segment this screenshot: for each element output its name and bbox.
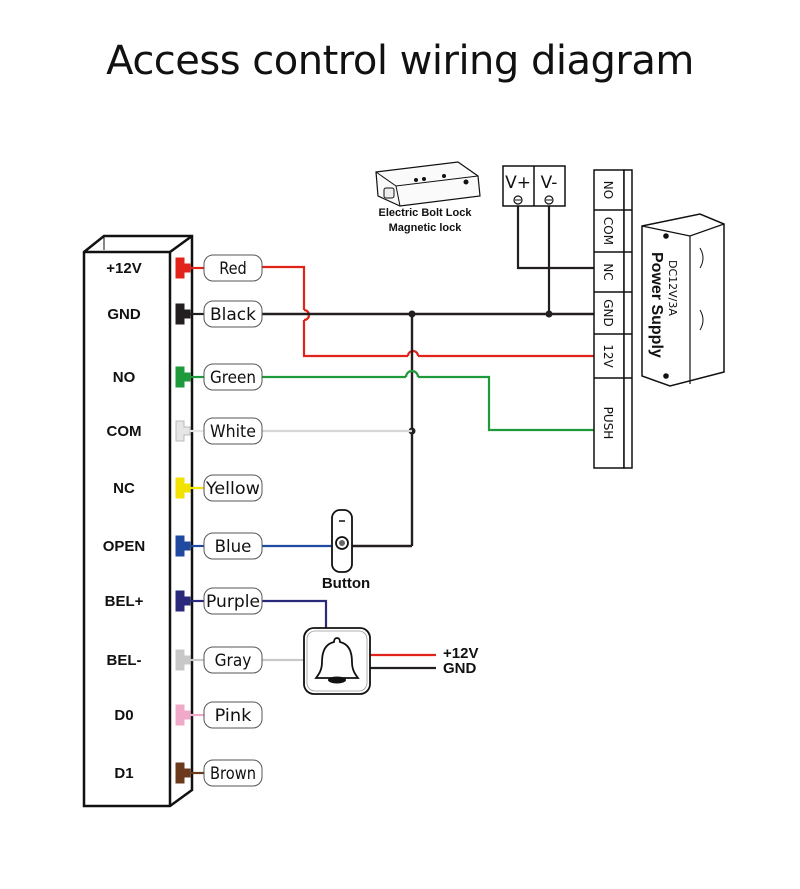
controller-terminal-row: BEL+ Purple — [105, 587, 263, 615]
wire-color-label: White — [210, 422, 256, 442]
wire-label-box — [203, 363, 263, 391]
connector-tab — [175, 762, 191, 784]
wire-color-label: Purple — [206, 592, 260, 612]
wire-label-box — [203, 474, 263, 502]
controller-terminal-row: OPEN Blue — [103, 532, 263, 560]
terminal-label: NO — [113, 369, 136, 386]
wire-label-box — [203, 587, 263, 615]
wire-label-box — [203, 701, 263, 729]
psu-rating: DC12V/3A — [666, 260, 679, 316]
terminal-label: GND — [107, 306, 141, 323]
wire-color-label: Red — [219, 259, 247, 279]
controller-terminal-row: D1 Brown — [114, 759, 263, 787]
lock-vplus-label: V+ — [505, 173, 531, 193]
wire-color-label: Blue — [215, 537, 252, 557]
wires — [262, 200, 596, 670]
door-bell: +12V GND — [303, 627, 478, 695]
terminal-label: NC — [113, 480, 135, 497]
controller-box — [82, 234, 194, 808]
terminal-label: COM — [107, 423, 142, 440]
lock-terminal-block: V+ V- — [502, 165, 566, 207]
controller-terminal-row: BEL- Gray — [107, 646, 263, 674]
terminal-label: BEL+ — [105, 593, 144, 610]
wire-color-label: Pink — [215, 706, 252, 726]
psu-terminal-label: NO — [601, 181, 615, 199]
connector-tab — [175, 366, 191, 388]
controller-terminal-row: COM White — [107, 417, 263, 445]
lock-label-1: Electric Bolt Lock — [379, 207, 473, 219]
power-supply: Power Supply DC12V/3A — [641, 213, 725, 387]
wire-color-label: Green — [210, 368, 256, 388]
bell-gnd-label: GND — [443, 660, 477, 677]
wire-label-box — [203, 532, 263, 560]
wire-label-box — [203, 417, 263, 445]
lock-vminus-label: V- — [541, 173, 558, 193]
terminal-label: OPEN — [103, 538, 146, 555]
connector-tab — [175, 590, 191, 612]
wire-label-box — [203, 646, 263, 674]
psu-terminal-label: GND — [601, 299, 615, 327]
psu-terminal-label: NC — [601, 263, 615, 280]
wire-purple — [262, 599, 328, 628]
lock-label-2: Magnetic lock — [389, 222, 463, 234]
connector-tab — [175, 535, 191, 557]
connector-tab — [175, 477, 191, 499]
wire-color-label: Brown — [210, 764, 256, 784]
controller-terminal-row: +12V Red — [106, 254, 263, 282]
wire-label-box — [203, 300, 263, 328]
psu-terminal-label: COM — [601, 217, 615, 245]
power-terminal-strip: NO COM NC GND 12V PUSH — [593, 169, 633, 469]
connector-tab — [175, 704, 191, 726]
terminal-label: BEL- — [107, 652, 142, 669]
psu-terminal-label: 12V — [601, 344, 615, 368]
wire-label-box — [203, 254, 263, 282]
wire-color-label: Yellow — [205, 479, 260, 499]
connector-tab — [175, 649, 191, 671]
terminal-label: D1 — [114, 765, 133, 782]
button-label: Button — [322, 575, 370, 592]
psu-name: Power Supply — [648, 252, 665, 358]
wire-red — [262, 265, 306, 310]
connector-tab — [175, 257, 191, 279]
controller-terminal-row: NO Green — [113, 363, 263, 391]
electric-lock: Electric Bolt Lock Magnetic lock — [375, 161, 481, 234]
psu-terminal-label: PUSH — [601, 407, 615, 440]
controller-terminal-row: GND Black — [107, 300, 263, 328]
terminal-label: +12V — [106, 260, 141, 277]
page-title: Access control wiring diagram — [106, 38, 694, 84]
wire-label-box — [203, 759, 263, 787]
connector-tab — [175, 303, 191, 325]
controller-terminal-row: D0 Pink — [114, 701, 263, 729]
terminal-label: D0 — [114, 707, 133, 724]
wire-lock-vplus — [516, 200, 596, 270]
wire-color-label: Gray — [215, 651, 252, 671]
bell-12v-label: +12V — [443, 645, 478, 662]
connector-tab — [175, 420, 191, 442]
exit-button: Button — [322, 509, 370, 592]
wire-color-label: Black — [210, 305, 256, 325]
controller-terminal-row: NC Yellow — [113, 474, 263, 502]
